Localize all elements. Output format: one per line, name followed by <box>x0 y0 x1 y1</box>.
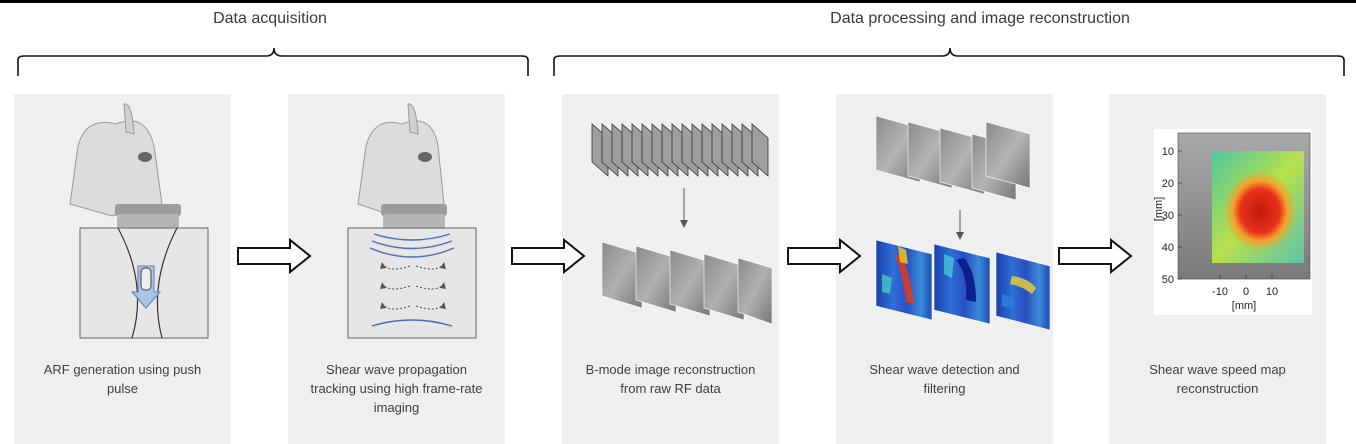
caption-bmode-reconstruction: B-mode image reconstruction from raw RF … <box>585 362 756 396</box>
detection-illustration <box>875 115 1051 331</box>
panel-bmode-reconstruction: B-mode image reconstruction from raw RF … <box>562 94 779 444</box>
x-tick-minus10: -10 <box>1212 286 1228 298</box>
flow-arrow-2 <box>511 237 586 275</box>
caption-speed-map: Shear wave speed map reconstruction <box>1149 362 1286 396</box>
caption-arf-generation: ARF generation using push pulse <box>43 362 202 396</box>
y-axis-label: [mm] <box>1154 197 1165 221</box>
y-tick-30: 30 <box>1162 210 1174 222</box>
speed-map-plot: 10 20 30 40 50 -10 0 10 [mm] [mm] <box>1154 132 1311 312</box>
caption-shear-wave-tracking: Shear wave propagation tracking using hi… <box>310 362 483 415</box>
push-pulse-illustration <box>69 103 209 339</box>
flow-arrow-4 <box>1058 237 1133 275</box>
y-tick-10: 10 <box>1162 146 1174 158</box>
speed-map-figure: 10 20 30 40 50 -10 0 10 [mm] [mm] <box>1154 129 1312 315</box>
panel-arf-generation: ARF generation using push pulse <box>14 94 231 444</box>
x-tick-0: 0 <box>1243 286 1249 298</box>
panel-shear-wave-tracking: Shear wave propagation tracking using hi… <box>288 94 505 444</box>
x-axis-label: [mm] <box>1232 300 1256 312</box>
y-tick-50: 50 <box>1162 274 1174 286</box>
brace-processing <box>553 47 1345 76</box>
group-title-processing: Data processing and image reconstruction <box>830 10 1130 27</box>
y-tick-20: 20 <box>1162 178 1174 190</box>
x-tick-10: 10 <box>1266 286 1278 298</box>
flow-arrow-3 <box>787 237 862 275</box>
flow-arrow-1 <box>237 237 312 275</box>
brace-acquisition <box>17 47 529 76</box>
y-tick-40: 40 <box>1162 242 1174 254</box>
panel-shear-wave-detection: Shear wave detection and filtering <box>836 94 1053 444</box>
panel-speed-map: 10 20 30 40 50 -10 0 10 [mm] [mm] Shear … <box>1109 94 1326 444</box>
bmode-illustration <box>591 123 773 325</box>
wave-tracking-illustration <box>347 103 477 339</box>
group-title-acquisition: Data acquisition <box>213 10 327 27</box>
top-border <box>0 0 1356 3</box>
caption-shear-wave-detection: Shear wave detection and filtering <box>869 362 1020 396</box>
